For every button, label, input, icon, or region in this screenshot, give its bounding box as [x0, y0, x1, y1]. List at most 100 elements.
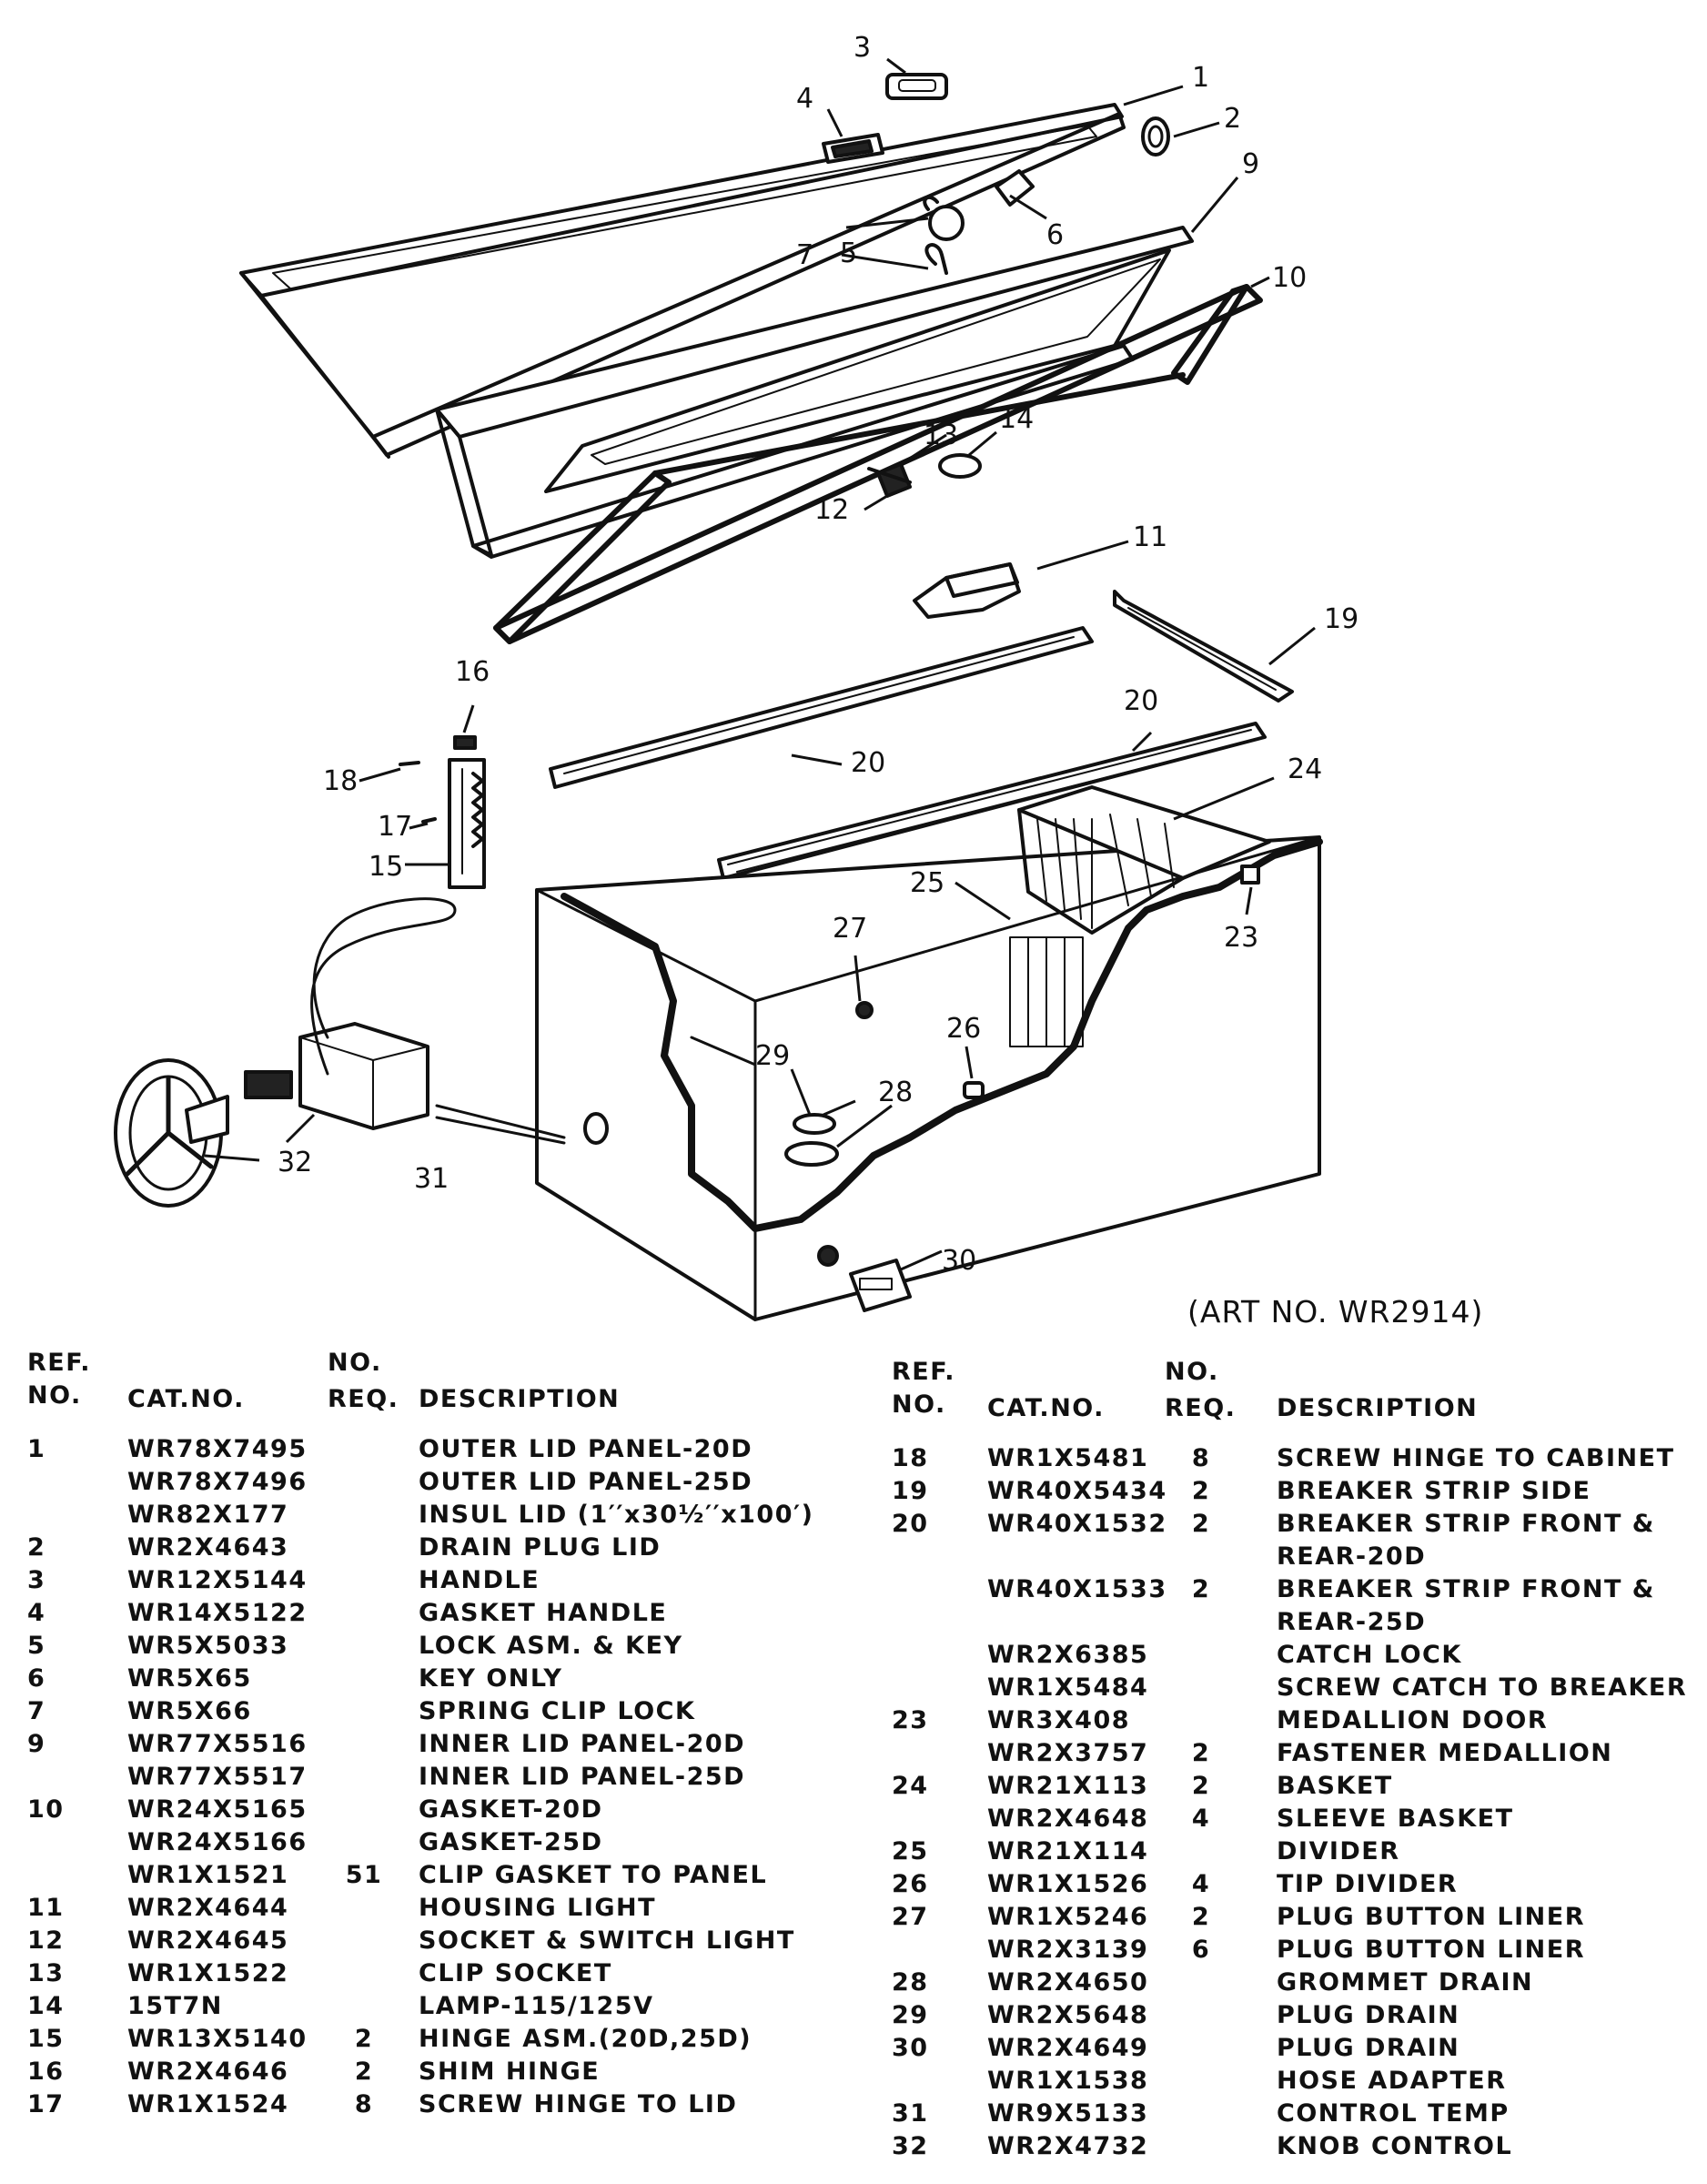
part-description: GASKET HANDLE	[419, 1599, 668, 1627]
catalog-number: WR2X4732	[987, 2132, 1149, 2160]
handle-gasket	[822, 133, 884, 164]
catalog-number: WR2X4648	[987, 1805, 1149, 1833]
catalog-number: WR2X3139	[987, 1936, 1149, 1964]
lock-assembly	[923, 169, 1035, 275]
drain-plug-lid	[1141, 116, 1170, 157]
catalog-number: WR1X5484	[987, 1673, 1149, 1702]
header-description: DESCRIPTION	[419, 1385, 621, 1413]
catalog-number: WR12X5144	[127, 1566, 308, 1594]
callout-2: 2	[1224, 103, 1241, 135]
callout-6: 6	[1046, 219, 1064, 251]
parts-row: REAR-25D	[892, 1606, 1692, 1639]
parts-list-right: REF. NO. CAT.NO. NO. REQ. DESCRIPTION 18…	[892, 1356, 1692, 2163]
quantity-required: 2	[1191, 1739, 1211, 1767]
part-description: LOCK ASM. & KEY	[419, 1632, 683, 1660]
quantity-required: 6	[1191, 1936, 1211, 1964]
catalog-number: WR24X5165	[127, 1795, 308, 1824]
ref-number: 7	[27, 1697, 46, 1725]
outer-lid-panel	[239, 103, 1126, 459]
hinge-assembly	[399, 735, 486, 889]
catalog-number: WR2X4645	[127, 1926, 289, 1955]
ref-number: 5	[27, 1632, 46, 1660]
part-description: CLIP SOCKET	[419, 1959, 612, 1987]
quantity-required: 2	[354, 2058, 374, 2086]
part-description: PLUG DRAIN	[1277, 2001, 1460, 2029]
part-description: MEDALLION DOOR	[1277, 1706, 1549, 1734]
header-cat-no: CAT.NO.	[987, 1394, 1105, 1422]
ref-number: 3	[27, 1566, 46, 1594]
header-cat-no: CAT.NO.	[127, 1385, 245, 1413]
catalog-number: WR2X5648	[987, 2001, 1149, 2029]
callout-13: 13	[924, 420, 958, 451]
header-ref: REF.	[892, 1358, 955, 1386]
ref-number: 29	[892, 2001, 929, 2029]
ref-number: 11	[27, 1894, 65, 1922]
catalog-number: WR5X66	[127, 1697, 252, 1725]
parts-list-header: REF. NO. CAT.NO. NO. REQ. DESCRIPTION	[27, 1347, 846, 1433]
catalog-number: WR2X3757	[987, 1739, 1149, 1767]
callout-19: 19	[1324, 603, 1359, 635]
parts-row: REAR-20D	[892, 1541, 1692, 1573]
part-description: BREAKER STRIP FRONT &	[1277, 1510, 1655, 1538]
ref-number: 17	[27, 2090, 65, 2118]
catalog-number: WR2X4650	[987, 1968, 1149, 1997]
catalog-number: WR2X4643	[127, 1533, 289, 1562]
quantity-required: 51	[345, 1861, 383, 1889]
callout-24: 24	[1288, 753, 1322, 785]
part-description: SHIM HINGE	[419, 2058, 601, 2086]
catalog-number: WR40X1533	[987, 1575, 1167, 1603]
part-description: BREAKER STRIP FRONT &	[1277, 1575, 1655, 1603]
catalog-number: WR40X1532	[987, 1510, 1167, 1538]
header-no: NO.	[1165, 1358, 1219, 1386]
catalog-number: WR2X4644	[127, 1894, 289, 1922]
part-description: INNER LID PANEL-25D	[419, 1763, 746, 1791]
parts-row: WR40X1533 2 BREAKER STRIP FRONT &	[892, 1573, 1692, 1606]
catalog-number: WR78X7495	[127, 1435, 308, 1463]
cabinet	[535, 835, 1323, 1321]
catalog-number: WR24X5166	[127, 1828, 308, 1856]
callout-5: 5	[840, 238, 857, 269]
drain-plug-hose	[849, 1259, 912, 1312]
art-number: (ART NO. WR2914)	[1187, 1294, 1484, 1330]
ref-number: 6	[27, 1664, 46, 1693]
part-description: DIVIDER	[1277, 1837, 1400, 1866]
callout-17: 17	[378, 811, 412, 843]
header-req: REQ.	[1165, 1394, 1237, 1422]
quantity-required: 2	[354, 2025, 374, 2053]
callout-32: 32	[278, 1147, 312, 1178]
quantity-required: 8	[1191, 1444, 1211, 1472]
exploded-parts-diagram: 1 2 3 4 5 6 7 9 10 11 12 13 14 15 16 17 …	[114, 32, 1359, 1321]
callout-9: 9	[1242, 148, 1259, 180]
ref-number: 24	[892, 1772, 929, 1800]
part-description: CLIP GASKET TO PANEL	[419, 1861, 768, 1889]
ref-number: 9	[27, 1730, 46, 1758]
catalog-number: WR3X408	[987, 1706, 1131, 1734]
ref-number: 30	[892, 2034, 929, 2062]
callout-27: 27	[833, 913, 867, 945]
catalog-number: WR1X1538	[987, 2067, 1149, 2095]
ref-number: 26	[892, 1870, 929, 1898]
quantity-required: 2	[1191, 1575, 1211, 1603]
lid-handle	[885, 73, 948, 100]
part-description: SCREW CATCH TO BREAKER	[1277, 1673, 1688, 1702]
part-description: LAMP-115/125V	[419, 1992, 654, 2020]
catalog-number: WR1X1526	[987, 1870, 1149, 1898]
